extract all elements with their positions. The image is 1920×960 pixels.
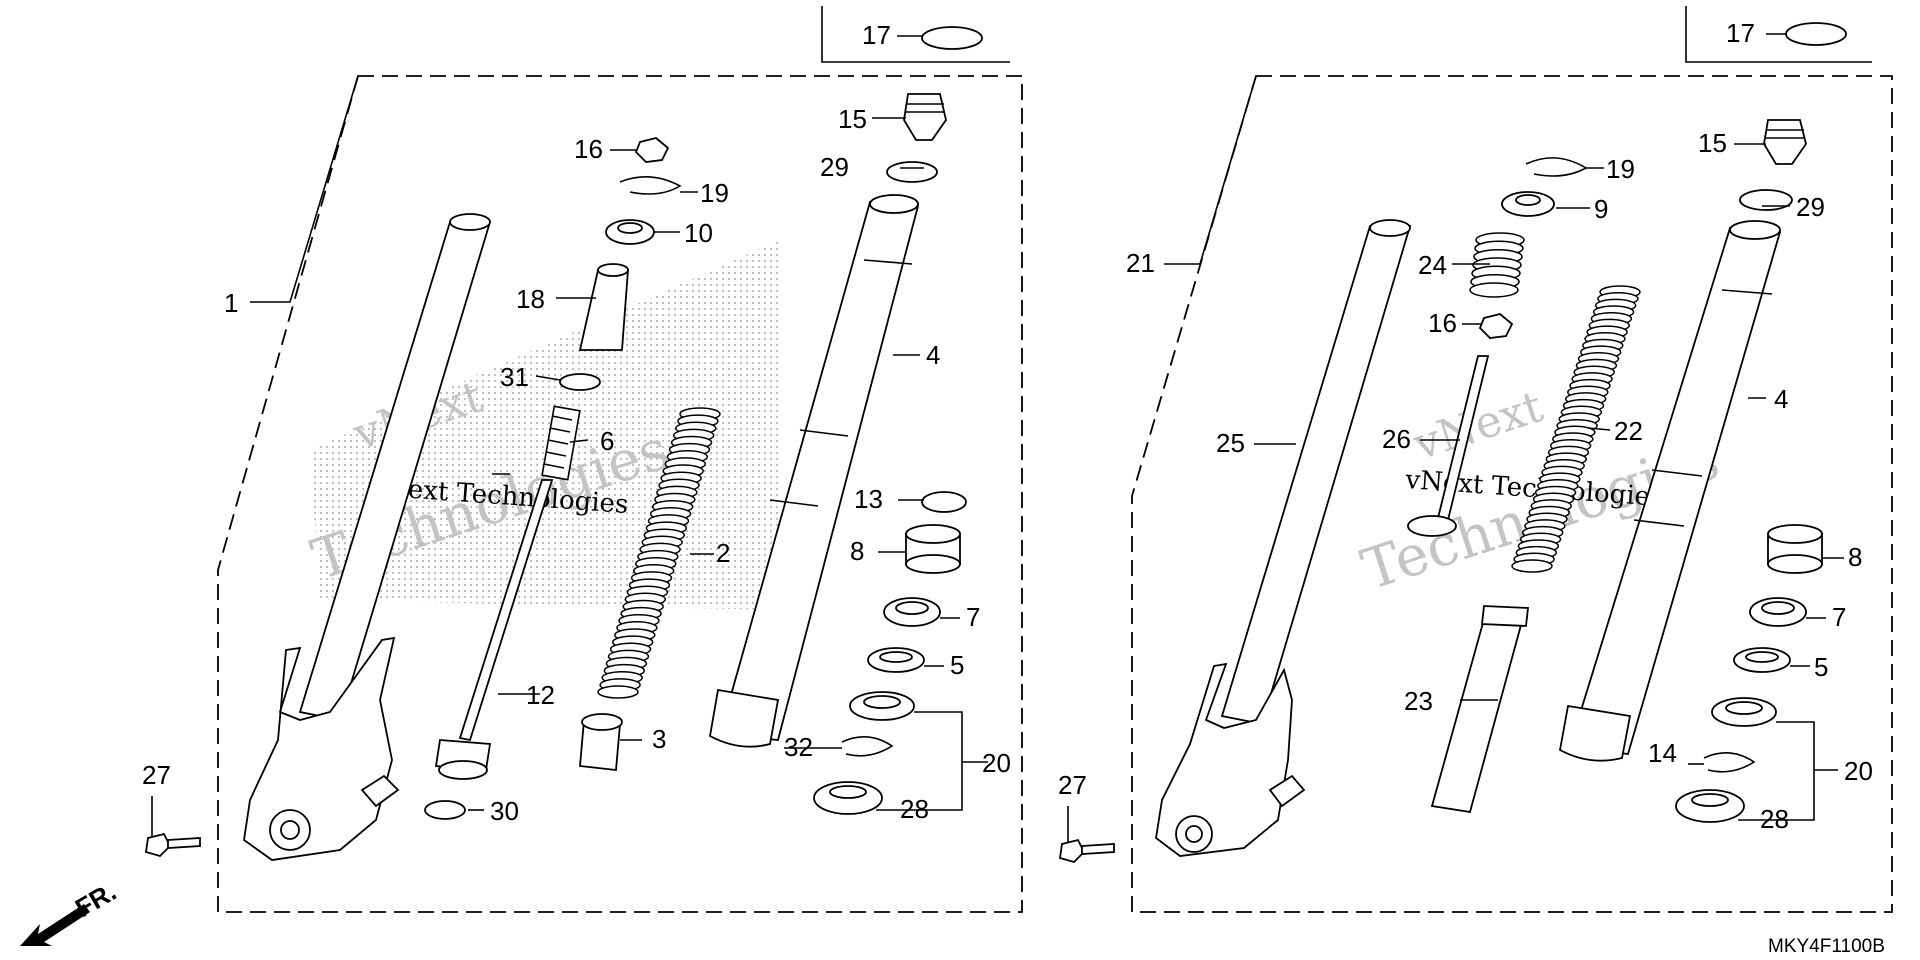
callout-20: 20 [982, 748, 1011, 778]
callout-25: 25 [1216, 428, 1245, 458]
right-assembly-boundary [1131, 75, 1893, 913]
axle-bracket-right [1155, 662, 1293, 857]
front-arrow-icon [20, 904, 90, 946]
callout-27-right: 27 [1058, 770, 1087, 800]
damper-rod-12 [458, 479, 554, 742]
spring-6 [541, 405, 581, 481]
nut-16 [634, 137, 670, 163]
clip-19 [619, 176, 682, 195]
ring-13 [921, 491, 967, 513]
callout-30: 30 [490, 796, 519, 826]
bolt-27-left [144, 832, 201, 858]
callout-15-right: 15 [1698, 128, 1727, 158]
callout-19: 19 [700, 178, 729, 208]
callout-32: 32 [784, 732, 813, 762]
ring-30 [424, 800, 466, 820]
o-ring-29 [886, 161, 938, 183]
left-assembly-boundary [217, 75, 1023, 913]
right-part17-bracket [1685, 6, 1872, 63]
callout-29-right: 29 [1796, 192, 1825, 222]
nut-16-right [1478, 313, 1514, 339]
callout-4: 4 [926, 340, 940, 370]
inner-tube-25 [1220, 225, 1412, 726]
callout-10: 10 [684, 218, 713, 248]
callout-7: 7 [966, 602, 980, 632]
callout-27-left: 27 [142, 760, 171, 790]
callout-7-right: 7 [1832, 602, 1846, 632]
right-leader-lines [1067, 33, 1844, 842]
callout-19-right: 19 [1606, 154, 1635, 184]
callout-5: 5 [950, 650, 964, 680]
callout-13: 13 [854, 484, 883, 514]
callout-6: 6 [600, 426, 614, 456]
callout-15: 15 [838, 104, 867, 134]
callout-22: 22 [1614, 416, 1643, 446]
callout-31: 31 [500, 362, 529, 392]
callout-16: 16 [574, 134, 603, 164]
callout-2: 2 [716, 538, 730, 568]
o-ring-29-right [1739, 189, 1793, 211]
callout-16-right: 16 [1428, 308, 1457, 338]
callout-26: 26 [1382, 424, 1411, 454]
circlip-17-right [1785, 22, 1847, 46]
callout-29: 29 [820, 152, 849, 182]
left-leader-lines [151, 35, 988, 836]
callout-8: 8 [850, 536, 864, 566]
callout-8-right: 8 [1848, 542, 1862, 572]
o-ring-31 [559, 373, 601, 391]
axle-bracket [243, 636, 396, 861]
callout-14: 14 [1648, 738, 1677, 768]
callout-17-left: 17 [862, 20, 891, 50]
callout-5-right: 5 [1814, 652, 1828, 682]
callout-28: 28 [900, 794, 929, 824]
clip-14 [1703, 752, 1756, 773]
spring-22 [1511, 285, 1641, 573]
right-fork-assembly: 21 25 17 15 19 9 24 16 26 22 23 4 29 8 7… [1058, 6, 1893, 913]
callout-21: 21 [1126, 248, 1155, 278]
callout-9: 9 [1594, 194, 1608, 224]
callout-1: 1 [224, 288, 238, 318]
left-fork-assembly: 1 2 3 4 5 6 7 8 10 12 13 15 16 17 18 19 … [142, 6, 1023, 913]
callout-4-right: 4 [1774, 384, 1788, 414]
collar-18 [578, 269, 629, 351]
clip-32 [841, 736, 894, 757]
circlip-17 [921, 26, 983, 50]
callout-3: 3 [652, 724, 666, 754]
fork-spring-2 [597, 407, 721, 699]
callout-24: 24 [1418, 250, 1447, 280]
front-direction-indicator: FR. [20, 876, 121, 946]
callout-18: 18 [516, 284, 545, 314]
spring-coil [1469, 282, 1519, 298]
callout-12: 12 [526, 680, 555, 710]
bolt-27-right [1058, 838, 1115, 864]
spring-coil [1511, 559, 1553, 573]
spring-24 [1469, 232, 1525, 298]
callout-23: 23 [1404, 686, 1433, 716]
callout-20-right: 20 [1844, 756, 1873, 786]
callout-17-right: 17 [1726, 18, 1755, 48]
cap-15-right [1763, 119, 1807, 165]
clip-19-right [1525, 157, 1588, 177]
callout-28-right: 28 [1760, 804, 1789, 834]
cap-15 [903, 93, 947, 141]
tube-23 [1430, 611, 1526, 814]
left-part17-bracket [821, 6, 1010, 63]
diagram-code: MKY4F1100B [1768, 936, 1885, 957]
spring-coil [597, 685, 639, 699]
